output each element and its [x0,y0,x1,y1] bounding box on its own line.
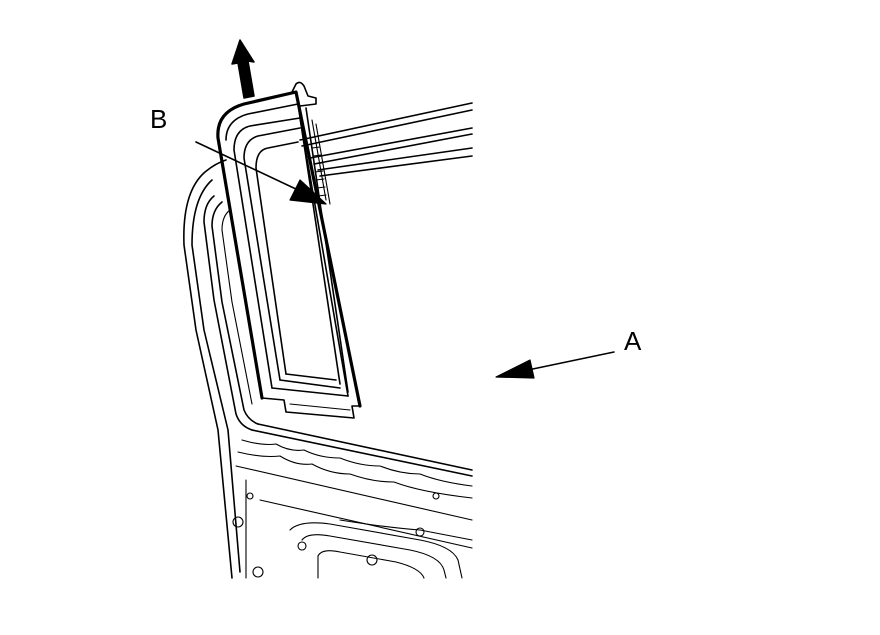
callout-b: B [150,104,168,134]
callout-a: A [624,326,642,356]
leader-line-b [195,141,327,205]
door-frame [183,102,473,579]
glass-run-channel [216,81,362,419]
up-arrow-icon [231,39,255,99]
leader-line-a [495,351,615,379]
